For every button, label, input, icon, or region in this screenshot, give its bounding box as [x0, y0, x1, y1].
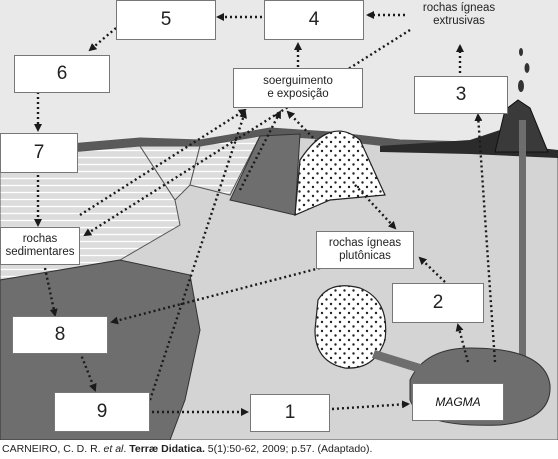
magma-conduit	[519, 120, 526, 360]
caption-dot: .	[123, 443, 130, 455]
source-caption: CARNEIRO, C. D. R. et al. Terræ Didatica…	[2, 443, 372, 455]
uplift-exposure-label: soerguimento e exposição	[233, 68, 363, 108]
caption-ref: 5(1):50-62, 2009; p.57. (Adaptado).	[204, 443, 373, 455]
stage-box-3: 3	[414, 76, 508, 114]
tilted-strata	[189, 135, 261, 196]
caption-etal: et al	[103, 443, 124, 455]
arrow-magma-to-2	[455, 323, 470, 363]
eruption-cloud	[524, 63, 530, 73]
arrow-plutonic-to-8	[110, 266, 321, 325]
sedimentary-rocks-label: rochas sedimentares	[0, 227, 80, 265]
arrow-5-to-6	[88, 27, 117, 52]
arrow-sed-to-8	[43, 267, 58, 317]
arrow-magma-to-3	[474, 113, 497, 363]
caption-author: CARNEIRO, C. D. R.	[2, 443, 104, 455]
dike	[372, 350, 440, 378]
arrow-meta-to-uplift	[148, 110, 247, 401]
stage-box-2: 2	[392, 283, 484, 323]
eruption-cloud	[518, 80, 524, 92]
arrow-extrusive-to-sed	[83, 28, 411, 237]
pluton	[314, 285, 387, 369]
plutonic-rocks-label: rochas ígneas plutônicas	[316, 231, 414, 269]
arrow-8-to-9	[78, 351, 97, 392]
magma-box: MAGMA	[412, 383, 504, 421]
magma-label: MAGMA	[435, 395, 481, 409]
stage-box-4: 4	[264, 0, 364, 40]
arrow-2-to-plutonic	[418, 256, 446, 283]
caption-journal: Terræ Didatica.	[129, 443, 205, 455]
extrusive-rocks-label: rochas ígneas extrusivas	[422, 2, 496, 27]
stage-box-5: 5	[116, 0, 216, 40]
stage-box-6: 6	[14, 55, 110, 93]
eruption-cloud	[519, 48, 523, 56]
stage-box-1: 1	[250, 394, 330, 432]
stage-box-7: 7	[0, 133, 78, 173]
stage-box-8: 8	[12, 316, 108, 354]
stage-box-9: 9	[54, 392, 150, 432]
